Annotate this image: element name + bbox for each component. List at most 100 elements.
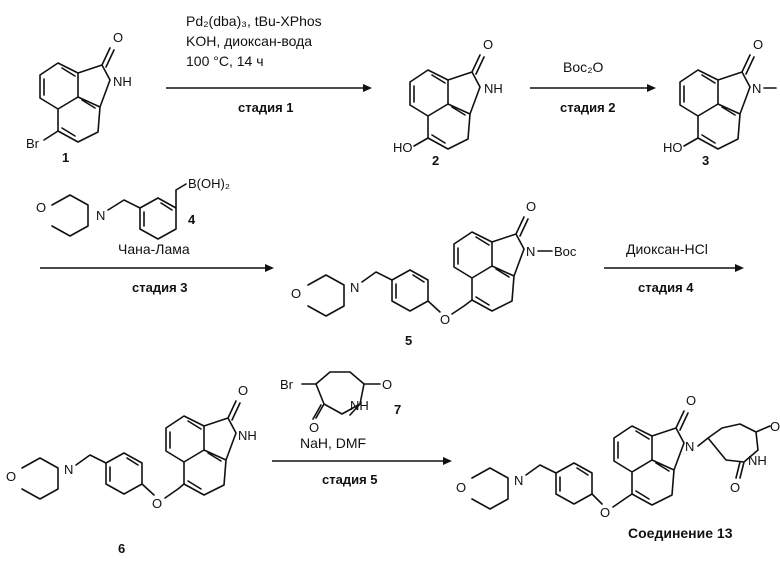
compound-1-br-bond bbox=[44, 131, 58, 140]
compound-6-morpholine-o: O bbox=[6, 469, 16, 484]
compound-1-number: 1 bbox=[62, 150, 69, 165]
compound-5-number: 5 bbox=[405, 333, 412, 348]
step5-arrow-head bbox=[443, 457, 452, 465]
compound-7-br: Br bbox=[280, 377, 294, 392]
compound-5-boc: Boc bbox=[554, 244, 577, 259]
compound-5: O N O O N Boc 5 bbox=[291, 199, 577, 348]
compound-13-glutarimide-o-1: O bbox=[770, 419, 780, 434]
step1-arrow-group: Pd₂(dba)₃, tBu-XPhos KOH, диоксан-вода 1… bbox=[166, 13, 372, 115]
compound-7-nh: NH bbox=[350, 398, 369, 413]
compound-13-core bbox=[613, 411, 688, 507]
step3-reagent-label: Чана-Лама bbox=[118, 241, 190, 257]
compound-4-boronic: B(OH)₂ bbox=[188, 176, 230, 191]
compound-13-glutarimide-o-2: O bbox=[730, 480, 740, 495]
compound-13-morpholine-o: O bbox=[456, 480, 466, 495]
compound-4-benzene bbox=[140, 198, 176, 239]
compound-1-oxygen: O bbox=[113, 30, 123, 45]
compound-4-boron-bond bbox=[176, 184, 186, 208]
compound-13-n: N bbox=[685, 439, 694, 454]
compound-3-oxygen: O bbox=[753, 37, 763, 52]
compound-5-ether-o: O bbox=[440, 312, 450, 327]
compound-7-number: 7 bbox=[394, 402, 401, 417]
step2-arrow-head bbox=[647, 84, 656, 92]
compound-13-morpholine bbox=[472, 468, 508, 509]
compound-5-morpholine-o: O bbox=[291, 286, 301, 301]
step3-arrow-group: Чана-Лама стадия 3 bbox=[40, 241, 274, 295]
compound-13-ether-o: O bbox=[600, 505, 610, 520]
compound-7-oxygen-1: O bbox=[382, 377, 392, 392]
compound-3-number: 3 bbox=[702, 153, 709, 168]
step5-reagent: NaH, DMF bbox=[300, 435, 366, 451]
compound-13-glutarimide-nh: NH bbox=[748, 453, 767, 468]
step1-condition-1: Pd₂(dba)₃, tBu-XPhos bbox=[186, 13, 322, 29]
compound-13-morpholine-n: N bbox=[514, 473, 523, 488]
step4-reagent: Диоксан-HCl bbox=[626, 241, 708, 257]
compound-5-morpholine-n: N bbox=[350, 280, 359, 295]
compound-2: O NH HO 2 bbox=[393, 37, 503, 168]
compound-6-oxygen: O bbox=[238, 383, 248, 398]
compound-13: O N O O N O NH O Соединение 13 bbox=[456, 393, 780, 541]
step1-arrow-head bbox=[363, 84, 372, 92]
compound-13-linker bbox=[526, 465, 556, 475]
step2-stage: стадия 2 bbox=[560, 100, 616, 115]
compound-5-n: N bbox=[526, 244, 535, 259]
compound-5-oxygen: O bbox=[526, 199, 536, 214]
compound-6: O N O O NH 6 bbox=[6, 383, 257, 556]
compound-13-name: Соединение 13 bbox=[628, 525, 733, 541]
compound-5-benzene bbox=[392, 270, 428, 311]
step4-arrow-group: Диоксан-HCl стадия 4 bbox=[604, 241, 744, 295]
compound-4-morpholine-n: N bbox=[96, 208, 105, 223]
compound-13-benzene bbox=[556, 463, 592, 504]
compound-3-ho: HO bbox=[663, 140, 683, 155]
compound-2-ho: HO bbox=[393, 140, 413, 155]
compound-6-morpholine-n: N bbox=[64, 462, 73, 477]
compound-13-glutarimide bbox=[698, 424, 770, 478]
step1-condition-3: 100 °C, 14 ч bbox=[186, 53, 264, 69]
compound-5-morpholine bbox=[308, 275, 344, 316]
step3-stage: стадия 3 bbox=[132, 280, 188, 295]
compound-4: O N B(OH)₂ 4 bbox=[36, 176, 230, 239]
step2-arrow-group: Boc₂O стадия 2 bbox=[530, 59, 656, 115]
compound-3-bonds bbox=[680, 55, 754, 149]
compound-7: O NH O Br 7 bbox=[280, 372, 401, 435]
compound-13-oxygen: O bbox=[686, 393, 696, 408]
compound-6-ether-o: O bbox=[152, 496, 162, 511]
compound-6-linker bbox=[76, 455, 106, 465]
compound-4-morpholine bbox=[52, 195, 88, 236]
compound-3-oh-bond bbox=[684, 138, 698, 146]
step2-reagent: Boc₂O bbox=[563, 59, 604, 75]
compound-6-ether bbox=[142, 484, 154, 495]
compound-6-nh: NH bbox=[238, 428, 257, 443]
compound-2-bonds bbox=[410, 55, 484, 149]
step5-arrow-group: NaH, DMF стадия 5 bbox=[272, 435, 452, 487]
compound-7-ring bbox=[313, 372, 380, 419]
compound-6-morpholine bbox=[22, 458, 58, 499]
step4-stage: стадия 4 bbox=[638, 280, 694, 295]
step3-arrow-head bbox=[265, 264, 274, 272]
compound-13-ether bbox=[592, 494, 602, 504]
step5-stage: стадия 5 bbox=[322, 472, 378, 487]
step1-condition-2: KOH, диоксан-вода bbox=[186, 33, 312, 49]
compound-7-oxygen-2: O bbox=[309, 420, 319, 435]
compound-4-morpholine-o: O bbox=[36, 200, 46, 215]
compound-1-br: Br bbox=[26, 136, 40, 151]
compound-1-nh: NH bbox=[113, 74, 132, 89]
compound-2-oh-bond bbox=[414, 138, 428, 146]
compound-2-oxygen: O bbox=[483, 37, 493, 52]
compound-6-core bbox=[165, 401, 240, 498]
compound-6-number: 6 bbox=[118, 541, 125, 556]
compound-2-nh: NH bbox=[484, 81, 503, 96]
compound-5-linker bbox=[362, 272, 392, 282]
compound-3-n: N bbox=[752, 81, 761, 96]
compound-6-benzene bbox=[106, 453, 142, 494]
compound-4-number: 4 bbox=[188, 212, 196, 227]
step1-stage: стадия 1 bbox=[238, 100, 294, 115]
compound-4-linker bbox=[108, 200, 140, 210]
compound-1-bonds bbox=[40, 48, 114, 142]
compound-5-core bbox=[452, 217, 528, 314]
compound-1: O NH Br 1 bbox=[26, 30, 132, 165]
compound-2-number: 2 bbox=[432, 153, 439, 168]
compound-3: O N HO 3 bbox=[663, 37, 776, 168]
compound-5-ether bbox=[428, 301, 440, 312]
